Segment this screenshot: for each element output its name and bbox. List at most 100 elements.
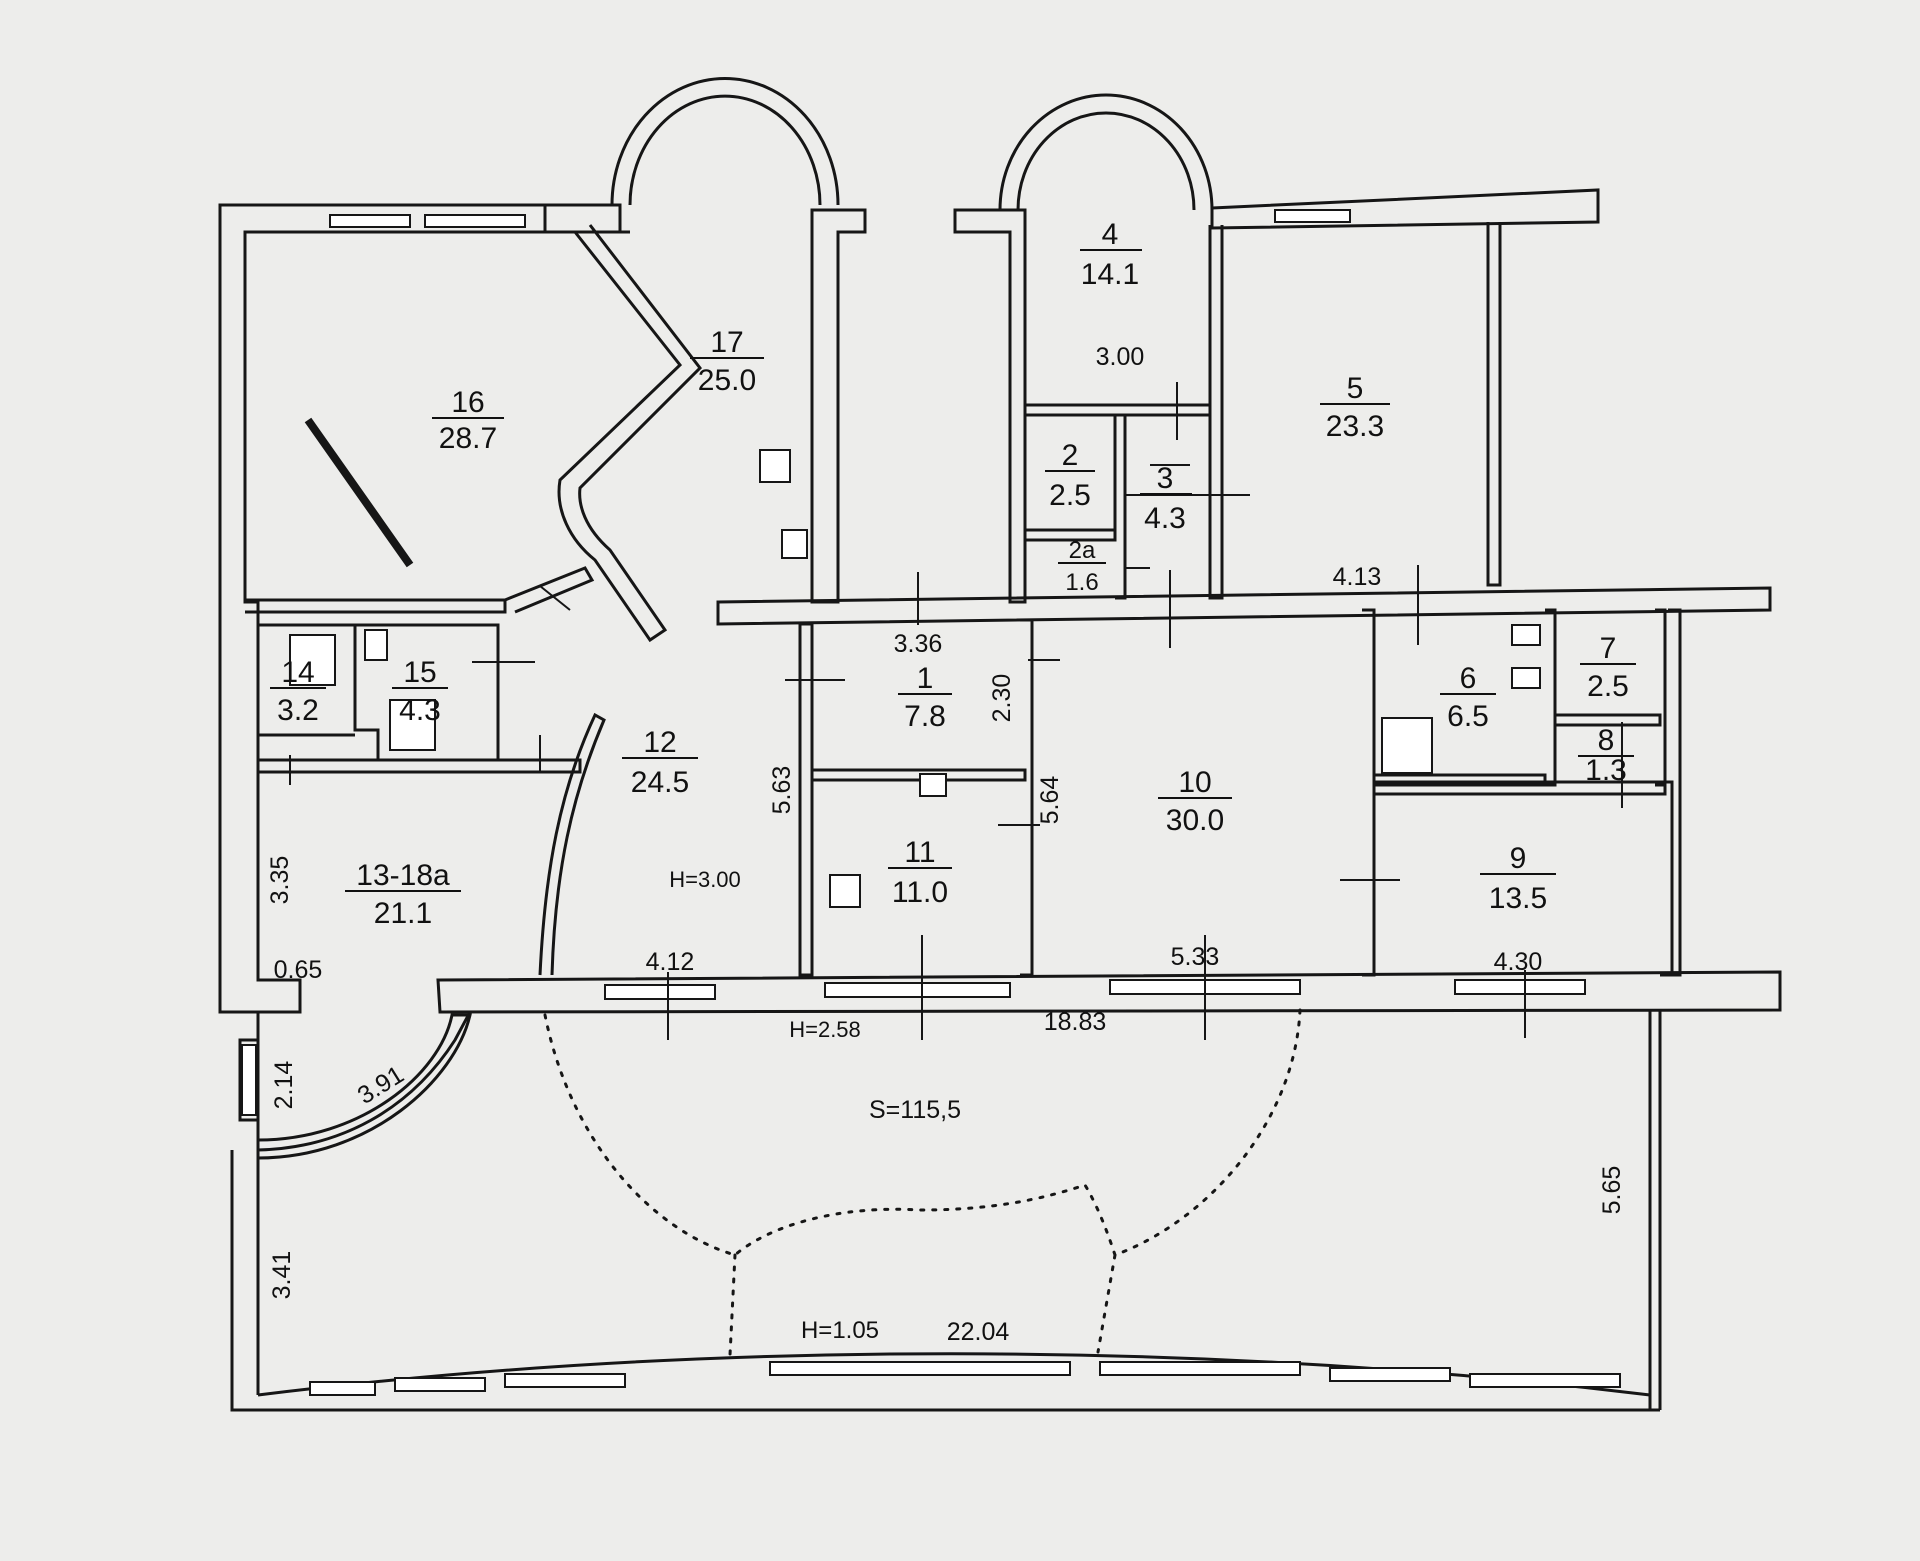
room-11: 11 11.0 xyxy=(888,836,952,909)
top-wall-left xyxy=(545,203,630,234)
room-number: 1 xyxy=(917,662,934,695)
room6-wall xyxy=(1374,773,1547,787)
room-area: 23.3 xyxy=(1326,410,1384,443)
room-number: 3 xyxy=(1157,462,1174,495)
height-label: H=1.05 xyxy=(801,1317,879,1344)
bay-arc-13 xyxy=(257,1013,472,1160)
dim-label: 4.13 xyxy=(1333,563,1382,591)
sink-icon-11 xyxy=(919,773,947,797)
room-number: 7 xyxy=(1600,632,1617,665)
window-bottom-5 xyxy=(1099,1361,1301,1376)
room-area: 25.0 xyxy=(698,364,756,397)
stove-icon-17 xyxy=(759,449,791,483)
room-number: 16 xyxy=(451,386,484,419)
dim-label: 0.65 xyxy=(274,956,323,984)
room-5: 5 23.3 xyxy=(1320,372,1390,443)
room-15: 15 4.3 xyxy=(392,656,448,727)
shower-icon-15 xyxy=(389,699,436,751)
room-7: 7 2.5 xyxy=(1580,632,1636,703)
room-area: 6.5 xyxy=(1447,700,1489,733)
dim-label: 5.63 xyxy=(768,766,796,815)
room-1: 1 7.8 xyxy=(898,662,952,733)
room-area: 21.1 xyxy=(374,897,432,930)
height-label: H=2.58 xyxy=(789,1017,861,1042)
window-room11 xyxy=(824,982,1011,998)
window-terrace-left xyxy=(241,1044,257,1116)
height-label: H=3.00 xyxy=(669,867,741,892)
room-area: 7.8 xyxy=(904,700,946,733)
sink-icon-17 xyxy=(781,529,808,559)
room-16: 16 28.7 xyxy=(432,386,504,455)
sink-icon-7 xyxy=(1511,667,1541,689)
room-area: 28.7 xyxy=(439,422,497,455)
room-14: 14 3.2 xyxy=(270,656,326,727)
room-number: 17 xyxy=(710,326,743,359)
stove-icon-11 xyxy=(829,874,861,908)
terrace-outline xyxy=(230,1010,1662,1412)
window-bottom-2 xyxy=(394,1377,486,1392)
fixtures xyxy=(289,417,1541,908)
room-10: 10 30.0 xyxy=(1158,766,1232,837)
room10-left-wall xyxy=(1020,618,1034,977)
room9-right xyxy=(1660,780,1674,977)
curved-wall-13-12 xyxy=(538,712,606,976)
mid-horizontal-wall xyxy=(716,586,1772,626)
room-number: 10 xyxy=(1178,766,1211,799)
terrace-dotted-sides xyxy=(728,1253,1117,1357)
room-6: 6 6.5 xyxy=(1440,662,1496,733)
room2a-wall xyxy=(1025,528,1117,542)
room-number: 12 xyxy=(643,726,676,759)
walls xyxy=(218,77,1782,1412)
room-area: 13.5 xyxy=(1489,882,1547,915)
terrace-left-small xyxy=(238,1038,260,1122)
bay-window-left xyxy=(610,77,840,206)
room7-wall xyxy=(1545,608,1557,787)
room-2: 2 2.5 xyxy=(1045,439,1095,512)
toilet-icon-15 xyxy=(364,629,388,661)
room-number: 8 xyxy=(1598,724,1615,757)
room2-wall xyxy=(1025,413,1117,532)
room-number: 13-18a xyxy=(356,859,450,892)
room-4: 4 14.1 xyxy=(1080,218,1142,291)
window-bottom-4 xyxy=(769,1361,1071,1376)
room-labels: 16 28.7 17 25.0 4 14.1 5 23.3 2 2.5 xyxy=(270,218,1636,930)
room-area: 1.6 xyxy=(1065,569,1098,596)
window-room16-a xyxy=(329,214,411,228)
room10-right-wall xyxy=(1362,608,1376,977)
sink-icon-6 xyxy=(1511,624,1541,646)
room13-top-wall xyxy=(258,758,582,774)
dim-label: 18.83 xyxy=(1044,1008,1107,1036)
dim-label: 2.30 xyxy=(988,674,1016,723)
window-bottom-3 xyxy=(504,1373,626,1388)
room16-17-partition xyxy=(557,224,702,643)
top-wall-middle-right xyxy=(953,208,1027,604)
window-bottom-7 xyxy=(1469,1373,1621,1388)
door-swing-16 xyxy=(504,566,595,614)
room16-bottom-wall xyxy=(245,598,507,614)
room-8: 8 1.3 xyxy=(1578,724,1634,787)
corridor-wall xyxy=(798,622,814,977)
room-number: 11 xyxy=(904,836,935,869)
room-area: 3.2 xyxy=(277,694,319,727)
terrace-area-label: S=115,5 xyxy=(869,1096,961,1124)
bay-window-right xyxy=(998,93,1214,211)
window-room12 xyxy=(604,984,716,1000)
room-area: 11.0 xyxy=(892,876,948,909)
room8-right xyxy=(1655,608,1667,787)
room-area: 4.3 xyxy=(1144,502,1186,535)
room-number: 2 xyxy=(1062,439,1079,472)
room-13-18a: 13-18a 21.1 xyxy=(345,859,461,930)
dim-label: 22.04 xyxy=(947,1318,1010,1346)
dim-label: 3.35 xyxy=(266,856,294,905)
room-3: 3 4.3 xyxy=(1140,462,1192,535)
window-room5 xyxy=(1274,209,1351,223)
right-outer-wall xyxy=(1668,608,1682,977)
mirror-icon-16 xyxy=(304,417,414,568)
room-area: 30.0 xyxy=(1166,804,1224,837)
dimension-ticks xyxy=(289,382,1623,1040)
main-balcony-wall xyxy=(436,970,1782,1014)
room-area: 2.5 xyxy=(1049,479,1091,512)
dim-label: 3.91 xyxy=(353,1060,409,1110)
window-bottom-1 xyxy=(309,1381,376,1396)
